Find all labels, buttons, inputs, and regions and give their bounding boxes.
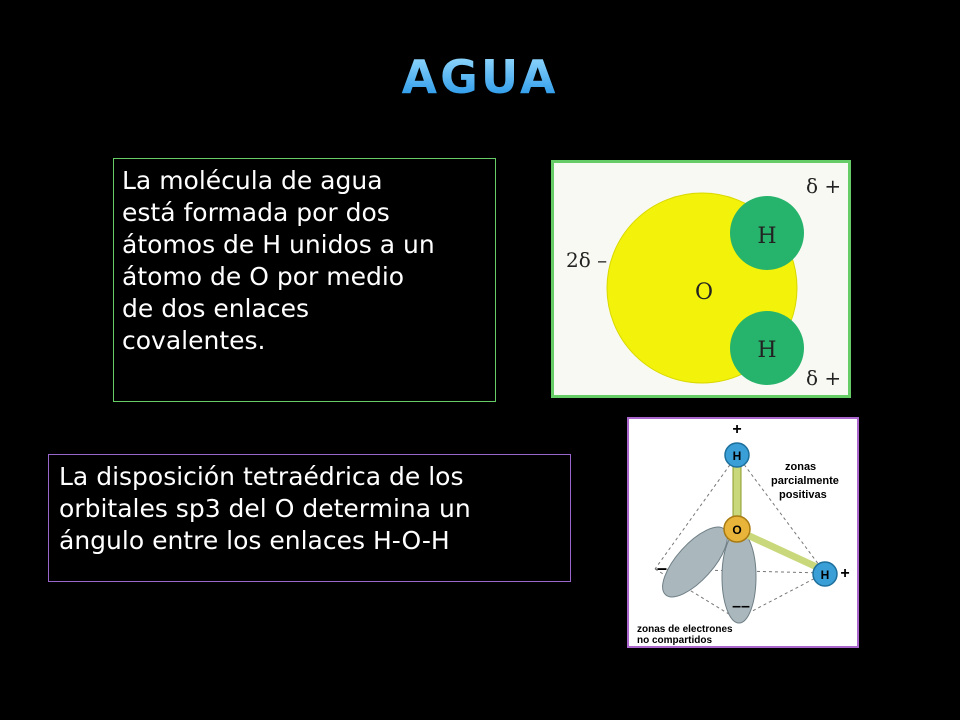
- minus-sign-bottom: ––: [732, 598, 750, 615]
- zones-electrons-line-2: no compartidos: [637, 635, 712, 646]
- hydrogen-atom-top-2: [724, 442, 750, 468]
- hydrogen-label-top: H: [757, 224, 776, 249]
- hydrogen-atom-right-2: [812, 561, 838, 587]
- slide-title: AGUA: [0, 50, 960, 104]
- bond-top: [732, 462, 742, 524]
- zones-electrons-line-1: zonas de electrones: [637, 624, 733, 635]
- plus-sign-right: +: [840, 565, 849, 582]
- zones-positive-line-3: positivas: [779, 489, 827, 501]
- minus-sign-left: –: [657, 558, 667, 578]
- oxygen-atom-2: [723, 515, 751, 543]
- charge-label-bottom: δ +: [806, 366, 841, 390]
- molecule-description-box: La molécula de agua está formada por dos…: [113, 158, 496, 402]
- hydrogen-atom-top: [730, 196, 804, 270]
- hydrogen-label-bottom: H: [757, 338, 776, 363]
- tetrahedral-orbital-diagram: H O H + + – –– zonas parcialmente positi…: [627, 417, 859, 648]
- tetrahedral-description-text: La disposición tetraédrica de los orbita…: [59, 462, 471, 555]
- zones-positive-line-2: parcialmente: [771, 475, 839, 487]
- plus-sign-top: +: [732, 421, 741, 438]
- oxygen-label-2: O: [732, 523, 741, 537]
- charge-label-oxygen: 2δ –: [566, 248, 607, 272]
- hydrogen-top-label: H: [733, 449, 742, 463]
- oxygen-label: O: [695, 280, 713, 305]
- bond-right: [741, 529, 823, 573]
- tetrahedral-description-box: La disposición tetraédrica de los orbita…: [48, 454, 571, 582]
- hydrogen-right-label: H: [821, 568, 830, 582]
- zones-positive-line-1: zonas: [785, 461, 816, 473]
- charge-label-top: δ +: [806, 174, 841, 198]
- water-molecule-diagram: O H H δ + δ + 2δ –: [551, 160, 851, 398]
- hydrogen-atom-bottom: [730, 311, 804, 385]
- molecule-description-text: La molécula de agua está formada por dos…: [122, 166, 435, 355]
